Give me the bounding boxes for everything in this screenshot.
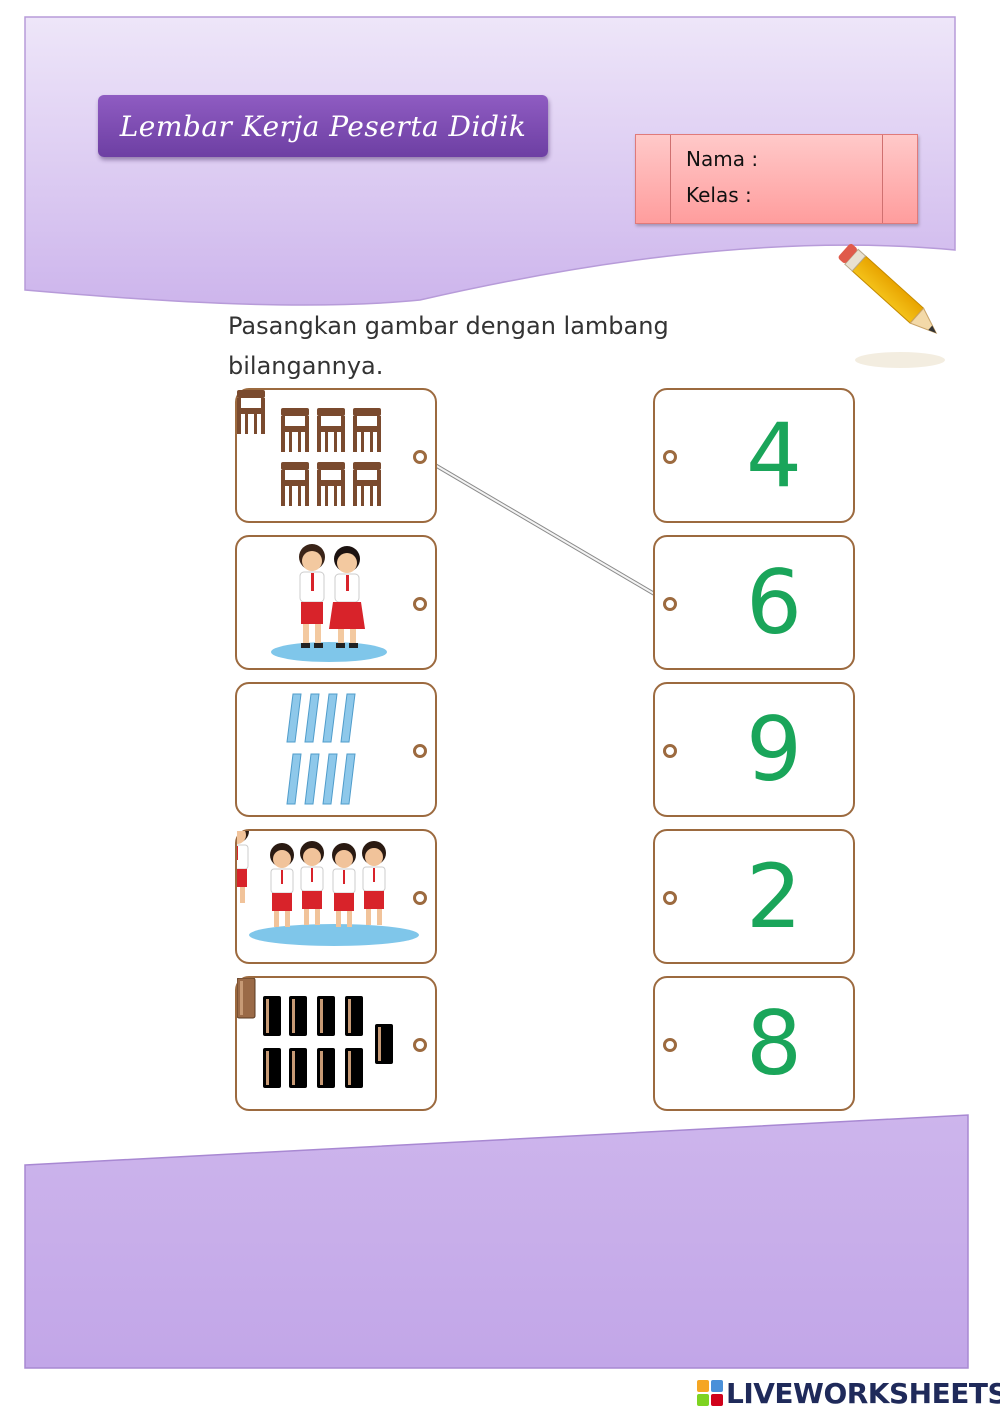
logo-icon xyxy=(697,1380,723,1406)
header-panel xyxy=(24,16,956,306)
four-students-picture xyxy=(237,831,419,946)
page-title: Lembar Kerja Peserta Didik xyxy=(98,95,548,157)
number-card-9[interactable]: 9 xyxy=(653,682,855,817)
books-picture xyxy=(237,978,394,1089)
footer-panel xyxy=(24,1114,969,1369)
chairs-picture xyxy=(237,390,381,506)
pencil-icon xyxy=(838,243,945,368)
instruction-line-1: Pasangkan gambar dengan lambang xyxy=(228,312,669,340)
picture-dot-5[interactable] xyxy=(413,1038,427,1052)
picture-dot-2[interactable] xyxy=(413,597,427,611)
picture-card-books[interactable] xyxy=(235,976,437,1111)
number-dot-1[interactable] xyxy=(663,450,677,464)
number-label: 6 xyxy=(746,551,802,654)
number-card-2[interactable]: 2 xyxy=(653,829,855,964)
picture-dot-3[interactable] xyxy=(413,744,427,758)
number-card-8[interactable]: 8 xyxy=(653,976,855,1111)
instruction-text: Pasangkan gambar dengan lambang bilangan… xyxy=(228,306,788,386)
instruction-line-2: bilangannya. xyxy=(228,352,384,380)
student-info-box: Nama : Kelas : xyxy=(635,134,918,224)
number-label: 8 xyxy=(746,992,802,1095)
name-label: Nama : xyxy=(686,147,759,171)
brand-text: LIVEWORKSHEETS xyxy=(726,1376,1000,1410)
class-label: Kelas : xyxy=(686,183,752,207)
rulers-picture xyxy=(286,693,356,805)
picture-card-two-students[interactable] xyxy=(235,535,437,670)
liveworksheets-logo: LIVEWORKSHEETS xyxy=(697,1376,1000,1410)
picture-card-rulers[interactable] xyxy=(235,682,437,817)
picture-dot-4[interactable] xyxy=(413,891,427,905)
picture-dot-1[interactable] xyxy=(413,450,427,464)
number-card-6[interactable]: 6 xyxy=(653,535,855,670)
number-label: 2 xyxy=(746,845,802,948)
picture-card-four-students[interactable] xyxy=(235,829,437,964)
number-label: 9 xyxy=(746,698,802,801)
number-dot-2[interactable] xyxy=(663,597,677,611)
number-dot-4[interactable] xyxy=(663,891,677,905)
number-dot-3[interactable] xyxy=(663,744,677,758)
number-card-4[interactable]: 4 xyxy=(653,388,855,523)
two-students-picture xyxy=(271,544,387,662)
connection-line-0[interactable] xyxy=(417,454,669,603)
picture-card-chairs[interactable] xyxy=(235,388,437,523)
number-dot-5[interactable] xyxy=(663,1038,677,1052)
number-label: 4 xyxy=(746,404,802,507)
connection-line xyxy=(416,453,670,604)
